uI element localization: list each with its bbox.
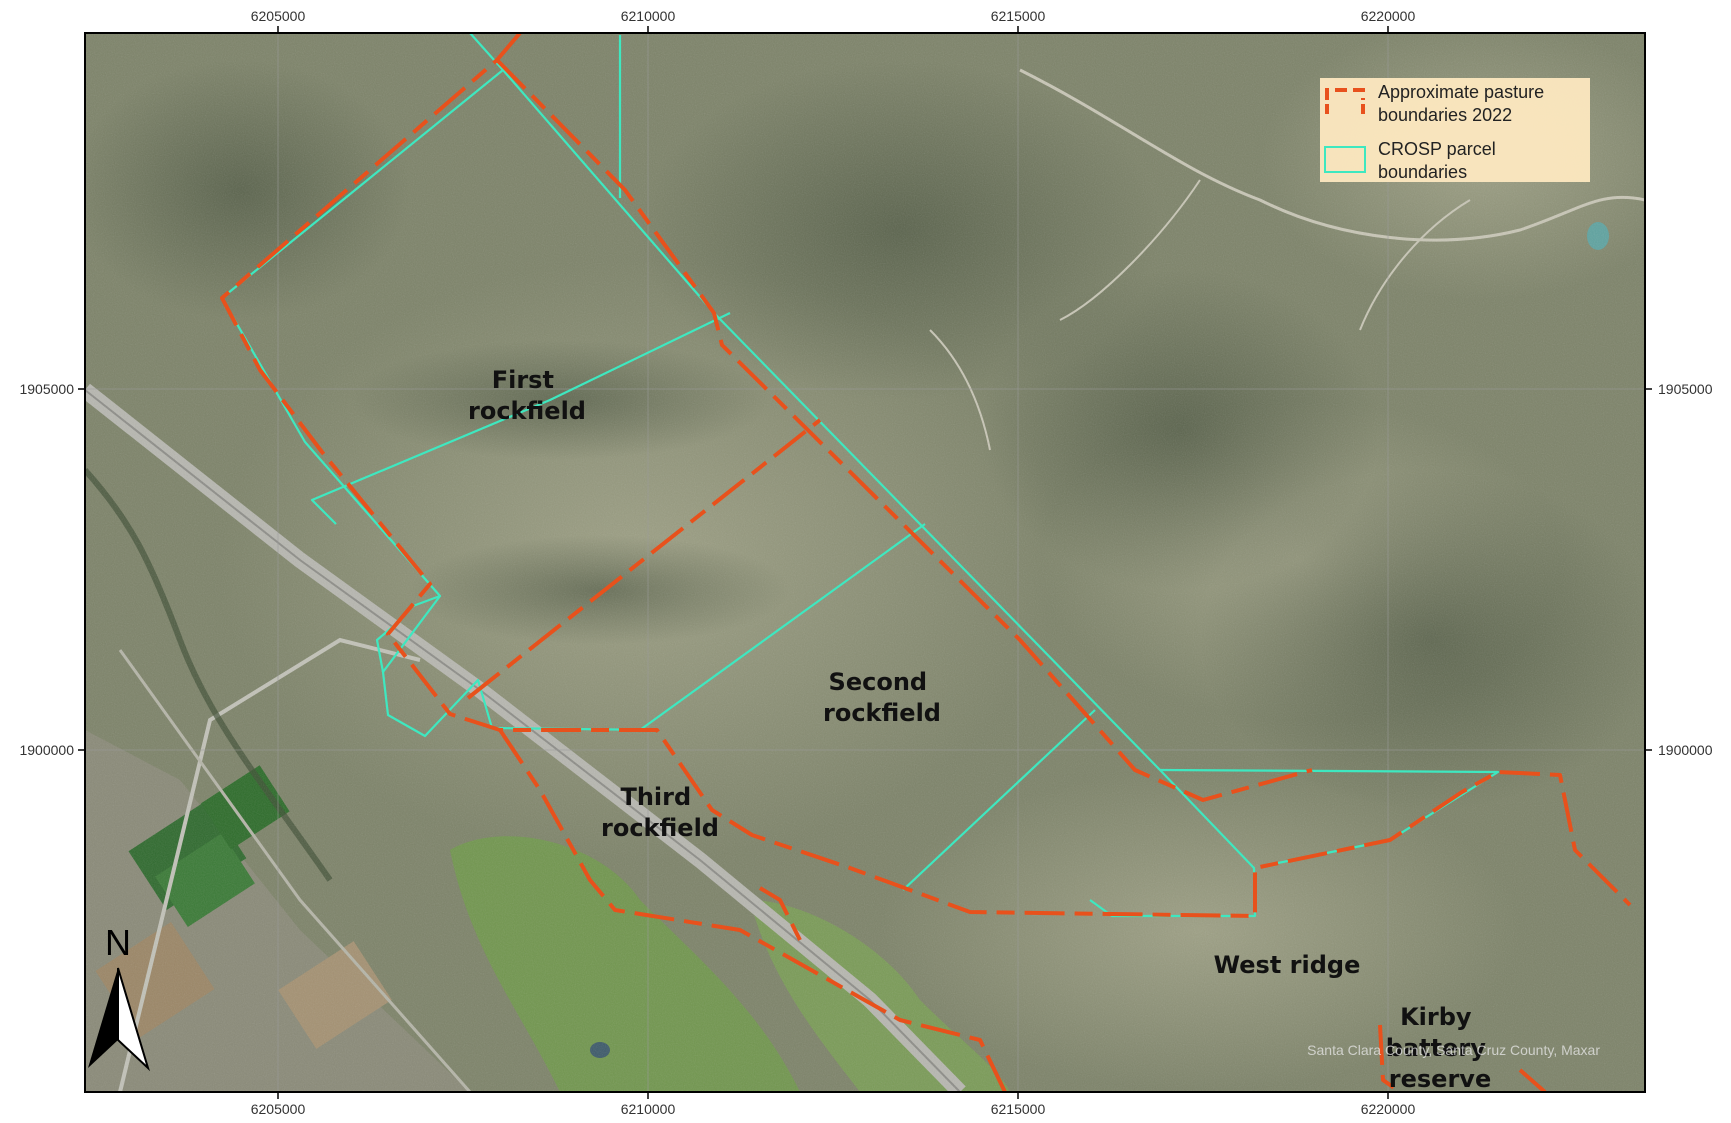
north-arrow-icon: N <box>88 922 151 1072</box>
label-second-rockfield: Second rockfield <box>823 668 941 727</box>
x-tick-top-2: 6210000 <box>621 8 676 24</box>
x-tick-top-4: 6220000 <box>1361 8 1416 24</box>
x-ticks-top: 6205000 6210000 6215000 6220000 <box>251 8 1416 24</box>
north-label: N <box>105 922 131 963</box>
y-tick-left-2: 1900000 <box>19 742 74 758</box>
x-tick-bottom-3: 6215000 <box>991 1101 1046 1117</box>
x-tick-bottom-1: 6205000 <box>251 1101 306 1117</box>
pasture-legend-swatch-lower <box>1325 104 1365 114</box>
x-tick-top-1: 6205000 <box>251 8 306 24</box>
x-ticks-bottom: 6205000 6210000 6215000 6220000 <box>251 1101 1416 1117</box>
region-labels: First rockfield Second rockfield Third r… <box>468 366 1494 1093</box>
tick-marks <box>78 26 1652 1099</box>
legend-parcel-label: CROSP parcel boundaries <box>1378 139 1501 182</box>
aerial-imagery <box>85 33 1645 1092</box>
pasture-legend-swatch <box>1325 88 1365 100</box>
label-kirby-reserve: Kirby battery reserve <box>1386 1003 1494 1093</box>
x-tick-top-3: 6215000 <box>991 8 1046 24</box>
legend-pasture-label: Approximate pasture boundaries 2022 <box>1378 82 1549 125</box>
y-ticks-left: 1905000 1900000 <box>19 381 74 758</box>
label-west-ridge: West ridge <box>1214 951 1361 979</box>
map-attribution: Santa Clara County, Santa Cruz County, M… <box>1307 1042 1600 1058</box>
label-third-rockfield: Third rockfield <box>601 783 719 842</box>
label-first-rockfield: First rockfield <box>468 366 586 425</box>
y-ticks-right: 1905000 1900000 <box>1658 381 1713 758</box>
x-tick-bottom-4: 6220000 <box>1361 1101 1416 1117</box>
graticule <box>85 33 1645 1092</box>
x-tick-bottom-2: 6210000 <box>621 1101 676 1117</box>
parcel-legend-swatch <box>1324 146 1366 173</box>
y-tick-left-1: 1905000 <box>19 381 74 397</box>
y-tick-right-2: 1900000 <box>1658 742 1713 758</box>
y-tick-right-1: 1905000 <box>1658 381 1713 397</box>
legend: Approximate pasture boundaries 2022 CROS… <box>1320 78 1590 182</box>
pasture-boundaries <box>220 33 1632 1092</box>
map-frame <box>84 32 1646 1093</box>
